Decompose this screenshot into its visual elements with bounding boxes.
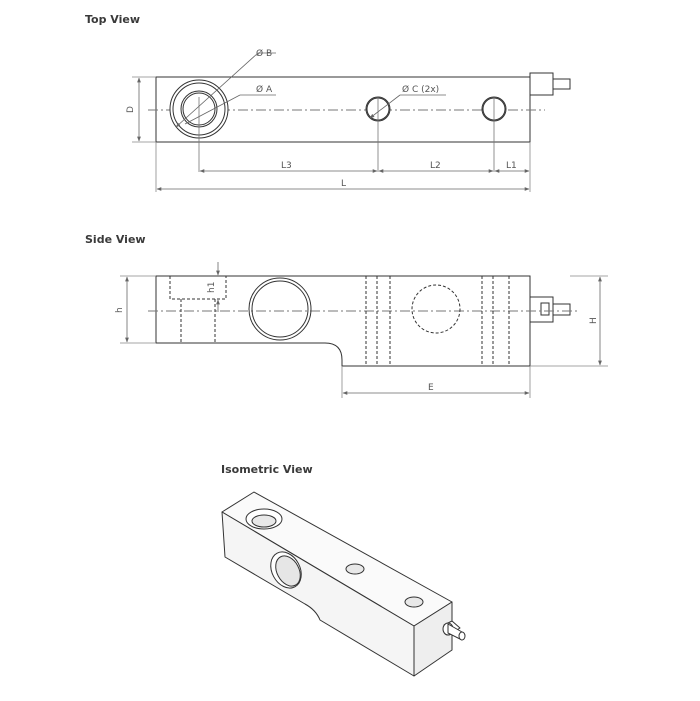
isometric-view-title: Isometric View bbox=[221, 463, 313, 476]
side-view-drawing bbox=[120, 262, 608, 398]
top-view-title: Top View bbox=[85, 13, 141, 26]
side-view-title: Side View bbox=[85, 233, 146, 246]
dim-h-upper: H bbox=[589, 317, 599, 324]
dim-h: h bbox=[115, 307, 125, 313]
dim-l1: L1 bbox=[506, 161, 517, 171]
dim-d: D bbox=[126, 106, 136, 113]
dim-phi-b: Ø B bbox=[256, 48, 272, 59]
top-view-drawing bbox=[132, 52, 571, 192]
dim-l2: L2 bbox=[430, 161, 441, 171]
isometric-view-drawing bbox=[221, 491, 466, 677]
dim-phi-a: Ø A bbox=[256, 84, 273, 95]
dim-phi-c: Ø C (2x) bbox=[402, 84, 439, 95]
dim-l3: L3 bbox=[281, 161, 292, 171]
dim-e: E bbox=[428, 383, 434, 393]
dim-l: L bbox=[341, 179, 346, 189]
dim-h1: h1 bbox=[207, 282, 217, 293]
